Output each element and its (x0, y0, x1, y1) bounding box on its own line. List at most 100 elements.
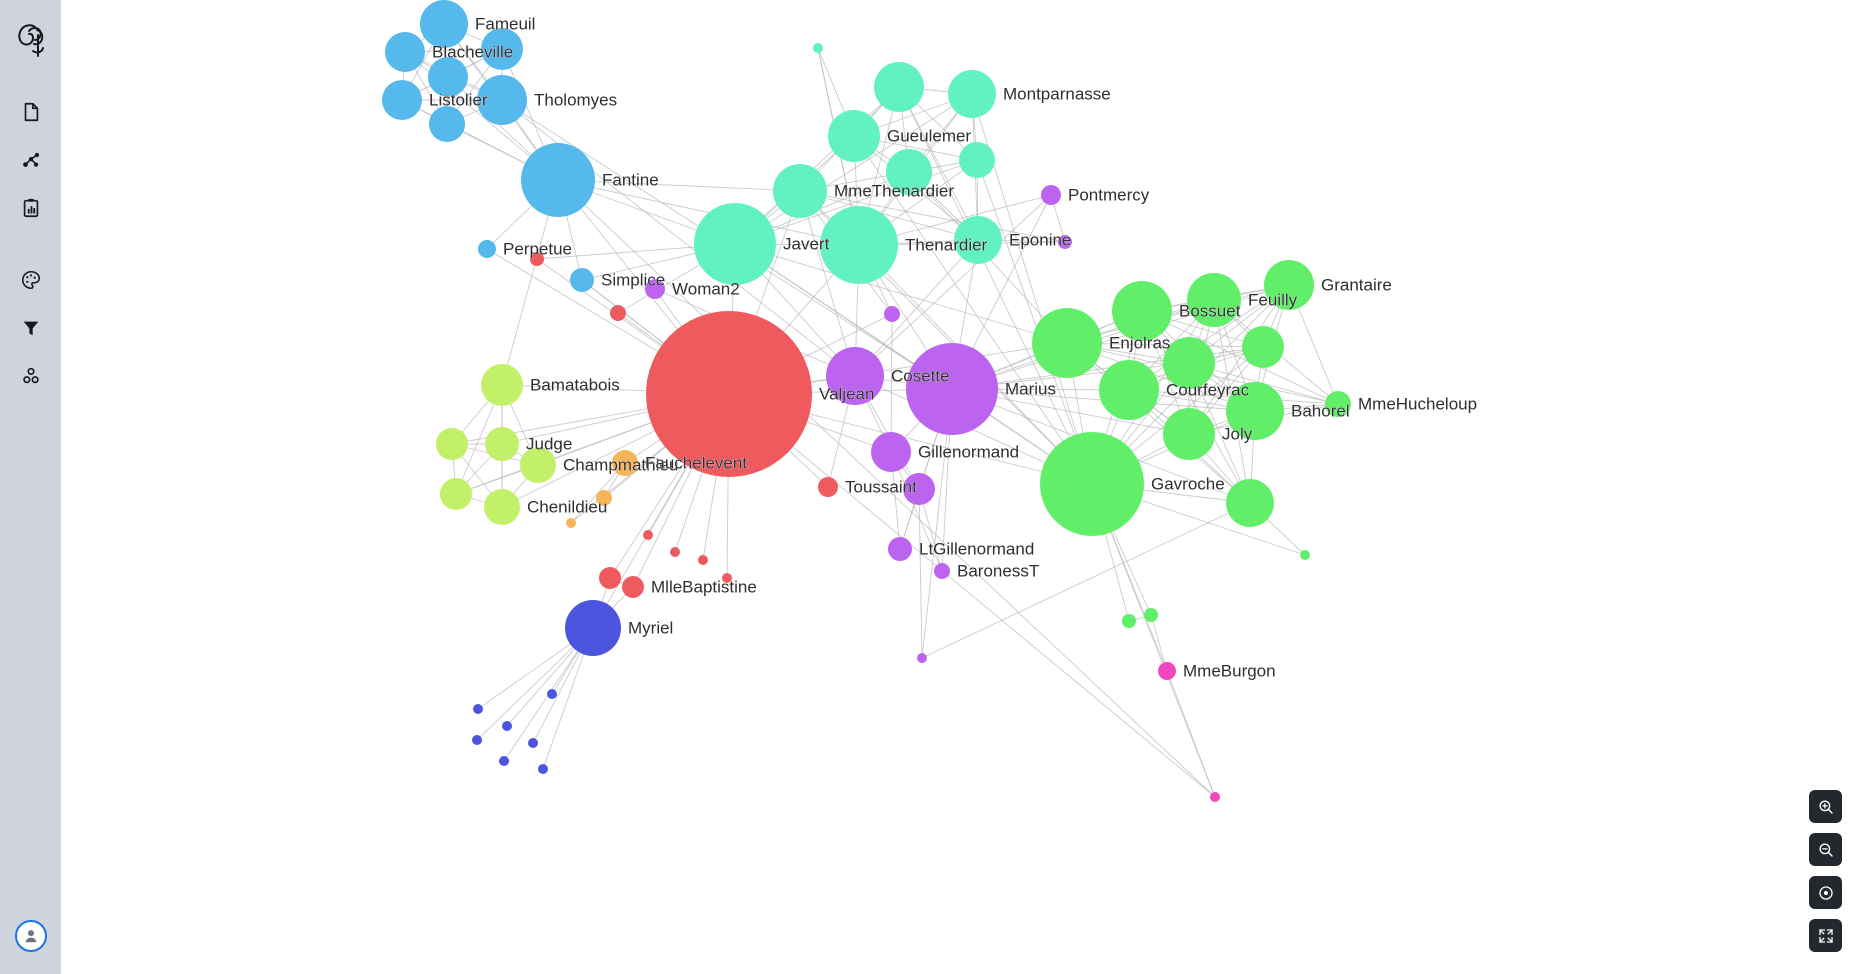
graph-node-mllegillenormand[interactable] (903, 473, 935, 505)
graph-node-champmathieu[interactable] (520, 447, 556, 483)
sidebar-item-graph[interactable] (8, 136, 54, 184)
graph-node-label: Grantaire (1321, 275, 1392, 294)
graph-edge (898, 86, 979, 241)
zoom-in-icon (1818, 799, 1833, 814)
graph-node-valjean[interactable] (646, 311, 812, 477)
graph-node-babet[interactable] (874, 62, 924, 112)
graph-node-feuilly[interactable] (1187, 273, 1241, 327)
user-avatar-icon (25, 930, 36, 943)
graph-node-bamatabois[interactable] (481, 364, 523, 406)
graph-node-montparnasse[interactable] (948, 70, 996, 118)
graph-node-cravatte[interactable] (528, 738, 538, 748)
graph-node-brevet[interactable] (436, 428, 468, 460)
graph-node-simplice[interactable] (570, 268, 594, 292)
graph-node-mabeuf[interactable] (1226, 479, 1274, 527)
graph-node-blacheville[interactable] (385, 32, 425, 72)
center-graph-button[interactable] (1809, 876, 1842, 909)
graph-node-tholomyes[interactable] (477, 75, 527, 125)
graph-node-gavroche[interactable] (1040, 432, 1144, 536)
graph-node-enjolras[interactable] (1032, 308, 1102, 378)
graph-node-count[interactable] (499, 756, 509, 766)
graph-node-mmehucheloup[interactable] (1325, 391, 1351, 417)
graph-node-child1[interactable] (813, 43, 823, 53)
graph-node-zephine[interactable] (429, 106, 465, 142)
graph-node-fantine[interactable] (521, 143, 595, 217)
graph-node-mmethenardier[interactable] (773, 164, 827, 218)
graph-node-anzelma[interactable] (1058, 235, 1072, 249)
graph-node-magnon[interactable] (884, 306, 900, 322)
graph-node-judge[interactable] (485, 427, 519, 461)
graph-edge (1166, 670, 1216, 798)
graph-node-scaufflaire[interactable] (698, 555, 708, 565)
graph-node-woman2[interactable] (645, 279, 665, 299)
graph-node-napoleon[interactable] (547, 689, 557, 699)
graph-node-prouvaire[interactable] (1242, 326, 1284, 368)
graph-node-toussaint[interactable] (818, 477, 838, 497)
graph-node-gueulemer[interactable] (828, 110, 880, 162)
graph-node-cochepaille[interactable] (440, 478, 472, 510)
user-avatar[interactable] (14, 920, 47, 952)
sidebar-item-filters[interactable] (8, 304, 54, 352)
graph-node-myriel[interactable] (565, 600, 621, 656)
sidebar-item-reports[interactable] (8, 184, 54, 232)
sidebar-item-document[interactable] (8, 88, 54, 136)
graph-node-mmemagloire[interactable] (599, 567, 621, 589)
graph-node-mmeburgon[interactable] (1158, 662, 1176, 680)
sidebar-item-clusters[interactable] (8, 352, 54, 400)
graph-node-fauchelevent[interactable] (610, 305, 626, 321)
graph-node-woman1[interactable] (530, 252, 544, 266)
graph-node-courfeyrac[interactable] (1099, 360, 1159, 420)
graph-node-child2[interactable] (1300, 550, 1310, 560)
graph-node-champtercier[interactable] (472, 735, 482, 745)
graph-node-fameuil[interactable] (420, 0, 468, 48)
graph-node-pontmercy[interactable] (1041, 185, 1061, 205)
graph-node-listolier[interactable] (382, 80, 422, 120)
graph-node-favourite[interactable] (481, 28, 523, 70)
graph-node-marguerite[interactable] (1210, 792, 1220, 802)
graph-node-jondrette[interactable] (1144, 608, 1158, 622)
graph-node-baronesst[interactable] (934, 563, 950, 579)
graph-node-ltgillenormand[interactable] (888, 537, 912, 561)
graph-node-claquesous[interactable] (886, 149, 932, 195)
graph-node-gribier[interactable] (566, 518, 576, 528)
graph-node-label: Fantine (602, 170, 659, 189)
graph-node-gervais[interactable] (670, 547, 680, 557)
graph-node-boulatruelle[interactable] (722, 573, 732, 583)
graph-edge (734, 243, 1068, 344)
graph-node-mllebaptistine[interactable] (622, 576, 644, 598)
graph-node-cosette[interactable] (826, 347, 884, 405)
graph-node-motherplutarch[interactable] (917, 653, 927, 663)
graph-node-brujon[interactable] (959, 142, 995, 178)
graph-node-javert[interactable] (694, 203, 776, 285)
app-logo[interactable] (0, 0, 61, 80)
graph-node-fauchelevent2[interactable] (612, 450, 638, 476)
graph-node-combeferre[interactable] (1163, 337, 1215, 389)
graph-node-label: MlleBaptistine (651, 577, 757, 596)
graph-node-isabeau[interactable] (643, 530, 653, 540)
fit-screen-button[interactable] (1809, 919, 1842, 952)
graph-node-oldman[interactable] (538, 764, 548, 774)
graph-node-perpetue[interactable] (478, 240, 496, 258)
graph-node-label: BaronessT (957, 561, 1039, 580)
zoom-controls (1809, 790, 1842, 952)
graph-node-gillenormand[interactable] (871, 432, 911, 472)
graph-node-motherinnocent[interactable] (596, 490, 612, 506)
zoom-in-button[interactable] (1809, 790, 1842, 823)
graph-node-grantaire[interactable] (1264, 260, 1314, 310)
graph-node-eponine[interactable] (954, 216, 1002, 264)
graph-node-countessdelo[interactable] (473, 704, 483, 714)
graph-node-dahlia[interactable] (428, 57, 468, 97)
sidebar-item-appearance[interactable] (8, 256, 54, 304)
graph-node-brevet2[interactable] (1122, 614, 1136, 628)
graph-node-geborand[interactable] (502, 721, 512, 731)
graph-edge (557, 179, 1216, 798)
graph-node-marius[interactable] (906, 343, 998, 435)
zoom-out-button[interactable] (1809, 833, 1842, 866)
graph-node-joly[interactable] (1163, 408, 1215, 460)
graph-node-bossuet[interactable] (1112, 281, 1172, 341)
graph-node-thenardier[interactable] (820, 206, 898, 284)
graph-node-bahorel[interactable] (1226, 382, 1284, 440)
graph-node-chenildieu[interactable] (484, 489, 520, 525)
